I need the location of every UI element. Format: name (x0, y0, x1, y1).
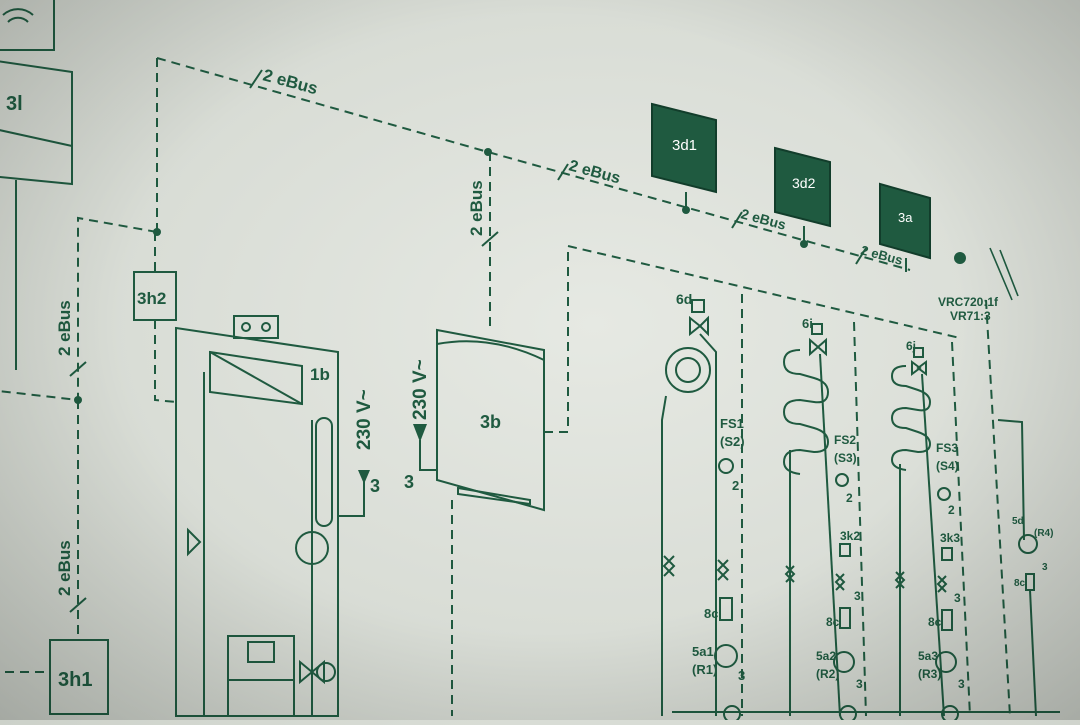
label-6i: 6i (802, 316, 813, 331)
shower-icon (989, 247, 1013, 301)
label-fs1: FS1 (720, 416, 744, 431)
label-3b: 3b (480, 412, 501, 432)
label-s3: (S3) (834, 451, 857, 465)
label-3c-num: 3 (1042, 562, 1048, 573)
label-r4: (R4) (1034, 528, 1053, 539)
label-1b: 1b (310, 365, 330, 384)
label-5a1: 5a1 (692, 644, 714, 659)
label-6d: 6d (676, 291, 692, 307)
ebus-label-vertical: 2 eBus (467, 180, 486, 236)
label-r2: (R2) (816, 667, 839, 681)
label-3f: 3 (958, 677, 965, 691)
label-8c-d: 8c (1014, 578, 1026, 589)
label-3h2: 3h2 (137, 289, 166, 308)
label-r3: (R3) (918, 667, 941, 681)
label-vrc: VRC720:1f (938, 295, 999, 309)
label-3-left: 3 (370, 476, 380, 496)
ebus-label-mid: 2 eBus (567, 157, 622, 187)
label-6j: 6j (906, 339, 916, 353)
label-3e: 3 (856, 677, 863, 691)
gear-icon (954, 252, 966, 264)
mixing-valve-icon (299, 659, 325, 685)
label-3-center: 3 (404, 472, 414, 492)
label-8c-c: 8c (928, 615, 942, 629)
label-s2: (S2) (720, 434, 745, 449)
label-230v-center: 230 V~ (410, 359, 431, 420)
label-r1: (R1) (692, 662, 717, 677)
label-3k2: 3k2 (840, 529, 860, 543)
controller-label: VRC720:1f VR71:3 (938, 247, 1019, 323)
label-3l: 3l (6, 93, 23, 115)
unit-3b-boiler: 3b 2 eBus 3 230 V~ (404, 152, 961, 716)
ebus-label-top: 2 eBus (261, 66, 320, 99)
heating-circuit-3: 6j FS3 (S4) 2 3k3 3 8c 5a3 (R3) 3 (890, 339, 971, 717)
label-5d: 5d (1012, 516, 1024, 527)
label-230v-left: 230 V~ (354, 389, 375, 450)
unit-1b-tank: 1b 3 230 V~ (175, 315, 380, 717)
ebus-label-left-lower: 2 eBus (55, 540, 74, 596)
label-2c: 2 (948, 503, 955, 517)
safety-valve-icon (187, 527, 202, 557)
label-3k3: 3k3 (940, 531, 960, 545)
label-5a3: 5a3 (918, 649, 938, 663)
label-3d1: 3d1 (672, 137, 697, 154)
label-3a: 3a (898, 210, 913, 225)
label-2a: 2 (732, 478, 739, 493)
dhw-circuit: 5d (R4) 8c 3 (985, 299, 1053, 717)
wifi-icon (2, 8, 34, 23)
label-s4: (S4) (936, 459, 959, 473)
label-8c-a: 8c (704, 606, 718, 621)
heating-circuit-1: 6d FS1 (S2) 2 8c 5a1 (R1) 3 (661, 291, 745, 716)
label-3b-num: 3 (954, 591, 961, 605)
panel-3d2: 3d2 (774, 146, 831, 248)
label-5a2: 5a2 (816, 649, 836, 663)
label-2b: 2 (846, 491, 853, 505)
panel-3d1: 3d1 (651, 102, 717, 214)
bottom-pipe (672, 705, 1060, 723)
unit-3h1: 3h1 (49, 639, 109, 715)
ebus-left: 2 eBus 2 eBus (0, 216, 161, 673)
unit-3l: 3l (0, 60, 73, 370)
label-3a-num: 3 (854, 589, 861, 603)
label-3d2: 3d2 (792, 175, 816, 191)
ebus-label-left-upper: 2 eBus (55, 300, 74, 356)
label-vr: VR71:3 (950, 309, 991, 323)
label-fs2: FS2 (834, 433, 856, 447)
panel-3a: 3a (879, 182, 931, 272)
wireless-device (0, 0, 55, 51)
unit-3h2: 3h2 (133, 232, 177, 403)
label-8c-b: 8c (826, 615, 840, 629)
label-fs3: FS3 (936, 441, 958, 455)
label-3h1: 3h1 (58, 669, 92, 691)
heating-circuit-2: 6i FS2 (S3) 2 3k2 3 8c 5a2 (R2) 3 (782, 316, 867, 717)
